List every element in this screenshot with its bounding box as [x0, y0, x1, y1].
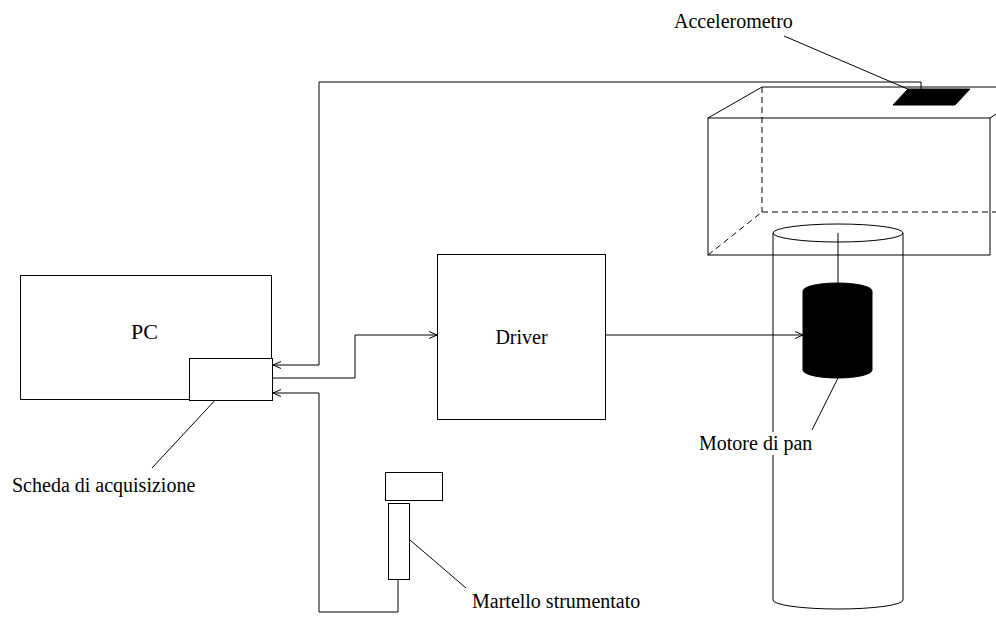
- instrumented-hammer: Martello strumentato: [385, 472, 443, 580]
- driver-box: Driver: [437, 254, 606, 420]
- cylinder-body: [773, 233, 903, 609]
- pan-motor-shape: [803, 283, 872, 378]
- part-label: Motore di pan: [697, 432, 814, 455]
- housing-hidden-edges: [708, 87, 996, 255]
- part-label: Martello strumentato: [470, 590, 642, 613]
- housing-front: [708, 118, 990, 255]
- instrumented-hammer-shape: [385, 472, 443, 580]
- leader-line: [784, 36, 924, 96]
- part-label: Accelerometro: [672, 10, 795, 33]
- housing-edge: [990, 114, 996, 118]
- part-label: Scheda di acquisizione: [10, 474, 197, 497]
- pan-motor: Motore di pan: [803, 283, 872, 378]
- leader-line: [410, 540, 466, 588]
- signal-wire: [273, 390, 398, 613]
- pc-box: PC Scheda di acquisizione: [20, 275, 272, 400]
- accelerometer-shape: [893, 88, 970, 106]
- signal-wire: [273, 332, 437, 379]
- leader-line: [812, 378, 838, 430]
- box-label: PC: [131, 319, 158, 344]
- signal-wire: [606, 332, 803, 339]
- accelerometer: Accelerometro: [893, 88, 970, 106]
- acquisition-card: Scheda di acquisizione: [189, 358, 273, 401]
- motor-shaft: [838, 233, 839, 285]
- box-label: Driver: [495, 326, 547, 349]
- housing-top: [708, 87, 996, 118]
